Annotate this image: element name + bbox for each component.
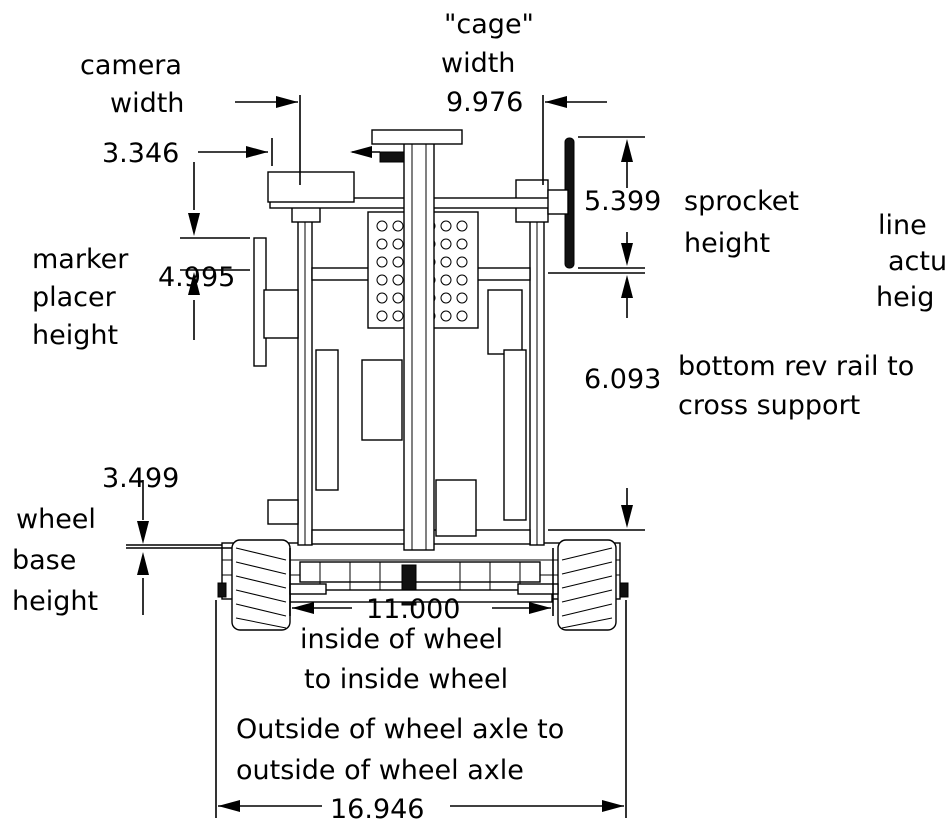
cage-width-label-1: "cage" bbox=[444, 9, 534, 40]
outside-axle-label-2: outside of wheel axle bbox=[236, 755, 524, 786]
rail-to-cross-label-2: cross support bbox=[678, 390, 860, 421]
linear-actuator-label-1: line bbox=[878, 210, 927, 241]
base-cross-rail bbox=[299, 561, 541, 583]
motor-left bbox=[361, 359, 403, 441]
wheel-base-height-dimension bbox=[126, 480, 232, 615]
actuator-top-bar bbox=[371, 129, 463, 145]
gear-block bbox=[435, 479, 477, 537]
rail-to-cross-value: 6.093 bbox=[584, 364, 661, 395]
linear-actuator-label-2: actu bbox=[888, 246, 947, 277]
left-wheel bbox=[217, 539, 291, 631]
camera-width-value: 3.346 bbox=[102, 138, 179, 169]
inside-wheel-dimension bbox=[289, 548, 554, 616]
motor-right bbox=[487, 289, 523, 355]
marker-placer-label-3: height bbox=[32, 320, 118, 351]
sprocket-height-label-1: sprocket bbox=[684, 186, 799, 217]
cage-width-value: 9.976 bbox=[446, 87, 523, 118]
inside-wheel-value: 11.000 bbox=[366, 594, 460, 625]
outside-axle-label-1: Outside of wheel axle to bbox=[236, 714, 564, 745]
cage-width-label-2: width bbox=[441, 48, 515, 79]
marker-placer-height-dimension bbox=[180, 162, 250, 340]
sprocket-height-value: 5.399 bbox=[584, 186, 661, 217]
cage-width-dimension bbox=[350, 95, 607, 185]
marker-placer-label-2: placer bbox=[32, 282, 117, 313]
rail-to-cross-label-1: bottom rev rail to bbox=[678, 351, 914, 382]
camera-width-dimension bbox=[198, 95, 301, 185]
outside-axle-dimension bbox=[215, 600, 627, 818]
camera-width-label-2: width bbox=[110, 88, 184, 119]
camera bbox=[267, 171, 355, 203]
wheel-base-label-1: wheel bbox=[16, 504, 96, 535]
linear-actuator bbox=[403, 139, 435, 551]
marker-placer-label-1: marker bbox=[32, 244, 129, 275]
rail-to-cross-dimension bbox=[548, 272, 645, 531]
outside-axle-value: 16.946 bbox=[330, 794, 424, 822]
inside-wheel-label-1: inside of wheel bbox=[300, 624, 503, 655]
inside-wheel-label-2: to inside wheel bbox=[304, 664, 508, 695]
linear-actuator-label-3: heig bbox=[876, 282, 934, 313]
wheel-base-label-2: base bbox=[12, 545, 76, 576]
robot-frame bbox=[217, 129, 629, 631]
wheel-base-label-3: height bbox=[12, 586, 98, 617]
sprocket-height-dimension bbox=[578, 136, 645, 269]
marker-placer-value: 4.995 bbox=[158, 262, 235, 293]
wheel-base-value: 3.499 bbox=[102, 463, 179, 494]
camera-width-label-1: camera bbox=[80, 50, 182, 81]
sprocket-height-label-2: height bbox=[684, 228, 770, 259]
